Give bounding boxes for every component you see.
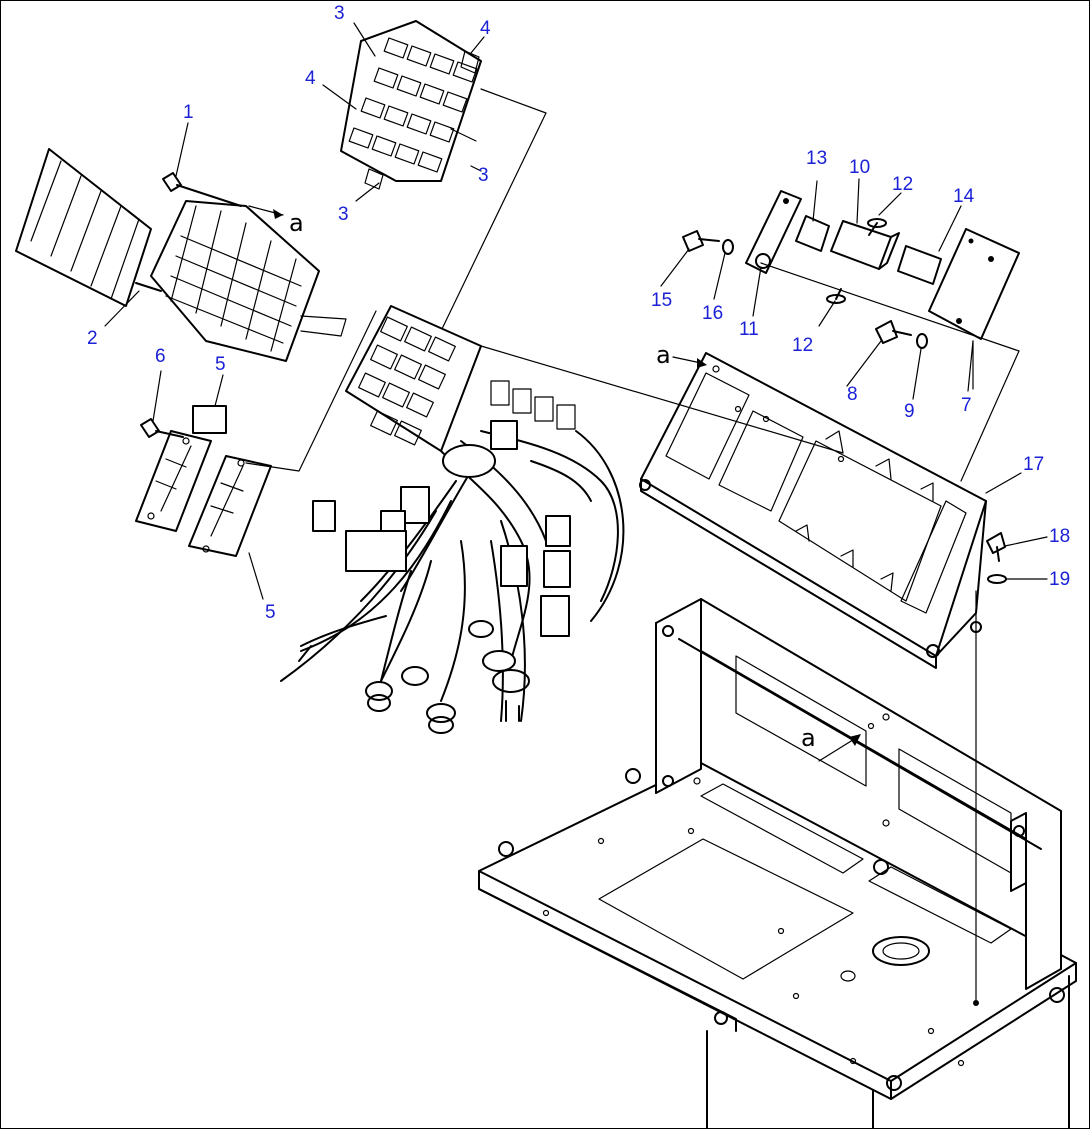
callout-11: 11 (739, 319, 759, 340)
callout-16: 16 (702, 303, 723, 324)
base-cabinet (478, 762, 1077, 1128)
screw-12-lower (826, 288, 846, 304)
reference-arrow-a-top (248, 205, 284, 219)
washer-19 (987, 574, 1007, 584)
callout-12-bottom: 12 (792, 335, 813, 356)
callout-8: 8 (847, 384, 858, 405)
assembly-line-relays (440, 88, 547, 332)
callout-13: 13 (806, 148, 827, 169)
assembly-line-bases (245, 310, 377, 472)
callout-10: 10 (849, 157, 870, 178)
washer-9 (916, 333, 928, 349)
bracket-hole (970, 621, 982, 633)
relay-10 (830, 220, 900, 270)
leader-lines (104, 22, 1048, 600)
bracket-strip (745, 190, 802, 274)
fuse-block (150, 200, 320, 362)
bolt-18 (986, 532, 1006, 562)
reference-arrow-a-base (818, 734, 861, 762)
bolt-15 (682, 230, 720, 252)
callout-1: 1 (183, 102, 194, 123)
connector-cover (15, 148, 152, 307)
wire-harness (280, 420, 625, 734)
callout-4-left: 4 (305, 68, 316, 89)
relay-cluster (340, 20, 482, 190)
screw-12-upper (867, 218, 887, 236)
bolt-8 (875, 320, 912, 344)
module-13 (795, 215, 830, 252)
reference-label-a-bracket: a (656, 341, 671, 369)
reference-label-a-base: a (801, 724, 816, 752)
relay-base-right (188, 455, 272, 557)
callout-19: 19 (1049, 569, 1070, 590)
callout-7: 7 (961, 395, 972, 416)
reference-arrow-a-bracket (672, 356, 707, 368)
reference-label-a-top: a (289, 209, 304, 237)
callout-3-bottom: 3 (338, 204, 349, 225)
callout-17: 17 (1023, 454, 1044, 475)
callout-2: 2 (87, 328, 98, 349)
callout-5-bottom: 5 (265, 602, 276, 623)
callout-9: 9 (904, 401, 915, 422)
callout-15: 15 (651, 290, 672, 311)
alignment-hole (973, 1000, 979, 1006)
screw-6 (140, 418, 184, 438)
callout-12-top: 12 (892, 174, 913, 195)
controller-plate-7 (928, 228, 1020, 340)
callout-3-top: 3 (334, 3, 345, 24)
main-harness-block (345, 305, 576, 452)
assembly-line-harness (480, 345, 844, 454)
relay-base-left (135, 430, 212, 532)
connector-link (300, 315, 347, 337)
callout-18: 18 (1049, 526, 1070, 547)
callout-4-top: 4 (480, 18, 491, 39)
callout-5-top: 5 (215, 354, 226, 375)
mounting-bracket-17 (639, 352, 987, 669)
callout-6: 6 (155, 346, 166, 367)
relay-5-upper (192, 405, 227, 434)
riser-frame (655, 598, 1062, 990)
callout-14: 14 (953, 186, 975, 207)
callout-3-right: 3 (478, 165, 489, 186)
assembly-line-controller (760, 262, 1020, 482)
small-module-14 (897, 245, 942, 285)
screw-2 (135, 282, 162, 292)
screw-1 (162, 172, 242, 207)
washer-16 (722, 239, 734, 255)
